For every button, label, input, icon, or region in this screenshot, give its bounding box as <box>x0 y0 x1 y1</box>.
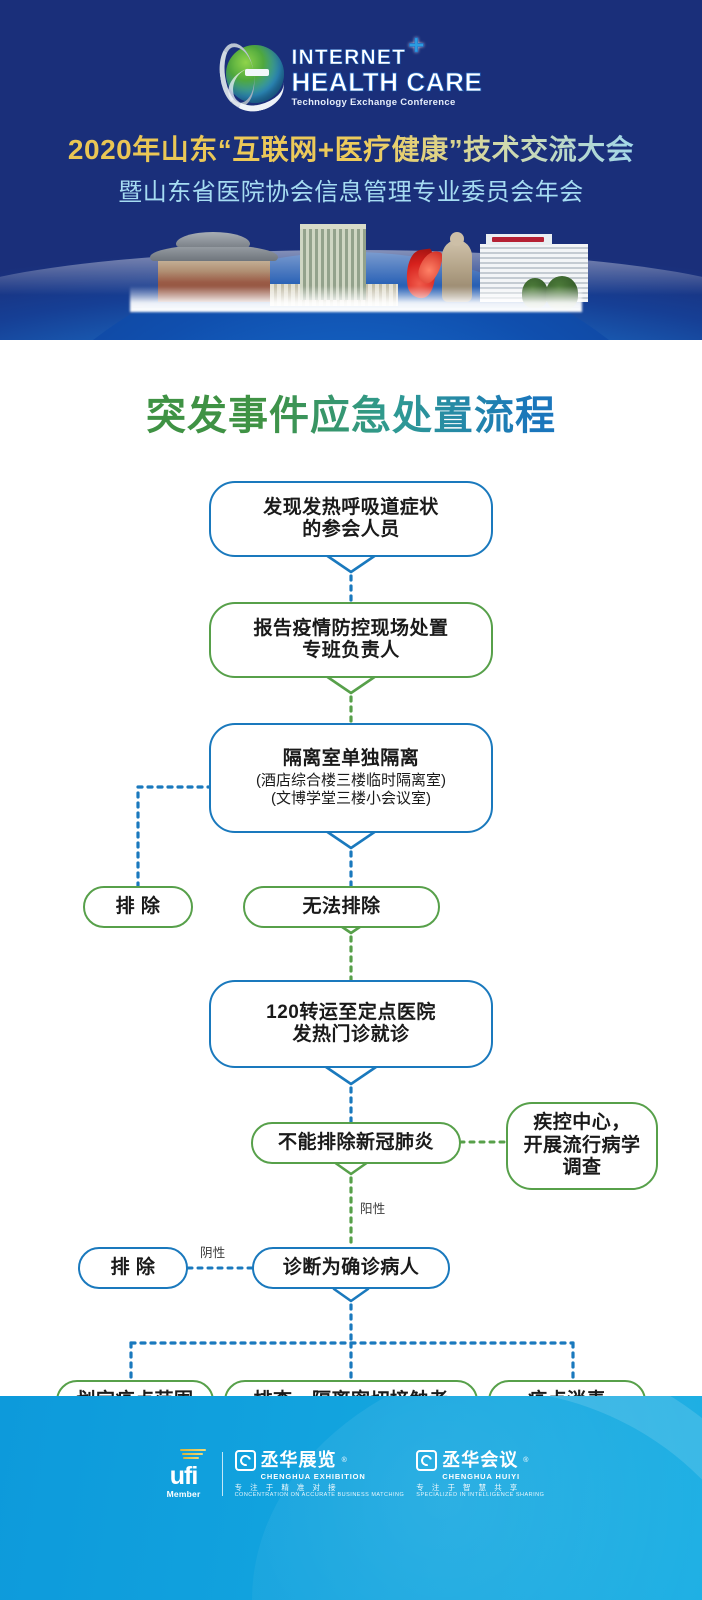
brand-name-en: CHENGHUA EXHIBITION <box>260 1471 366 1481</box>
flow-node-covid-not-excluded[interactable]: 不能排除新冠肺炎 <box>251 1122 461 1164</box>
internet-e-sphere-icon <box>215 40 288 118</box>
flow-node-excluded-1[interactable]: 排 除 <box>83 886 193 928</box>
chenghua-spiral-icon <box>416 1449 438 1471</box>
registered-mark: ® <box>523 1456 529 1464</box>
event-header-banner: INTERNET+ HEALTH CARE Technology Exchang… <box>0 0 702 340</box>
flowchart-sheet: 突发事件应急处置流程 <box>0 340 702 1422</box>
brand-name-cn: 丞华展览 <box>260 1450 337 1471</box>
flowchart: 发现发热呼吸道症状 的参会人员 报告疫情防控现场处置 专班负责人 隔离室单独隔离… <box>0 340 702 1422</box>
sponsor-footer: ufi Member 丞华展览 ® CHENGHUA EXHIBITION 专 … <box>0 1396 702 1600</box>
brand-slogan-en: SPECIALIZED IN INTELLIGENCE SHARING <box>416 1491 545 1498</box>
flow-node-cannot-exclude[interactable]: 无法排除 <box>243 886 440 928</box>
logo-line-internet: INTERNET <box>291 45 407 69</box>
brand-chenghua-exhibition: 丞华展览 ® CHENGHUA EXHIBITION 专 注 于 精 准 对 接… <box>234 1449 405 1499</box>
flow-node-line2: 发热门诊就诊 <box>292 1024 410 1045</box>
ufi-member-logo: ufi Member <box>158 1449 210 1499</box>
conference-logo: INTERNET+ HEALTH CARE Technology Exchang… <box>0 28 702 118</box>
ufi-member-label: Member <box>166 1489 201 1500</box>
flow-node-line1: 排 除 <box>110 1256 156 1278</box>
flow-node-line1: 报告疫情防控现场处置 <box>253 617 449 639</box>
flow-node-confirmed-case[interactable]: 诊断为确诊病人 <box>252 1247 450 1289</box>
brand-slogan-cn: 专 注 于 精 准 对 接 <box>234 1483 339 1493</box>
flow-node-line1: 不能排除新冠肺炎 <box>277 1131 434 1153</box>
flowchart-connectors <box>129 553 575 1382</box>
flow-node-line1: 发现发热呼吸道症状 <box>263 496 439 518</box>
brand-name-cn: 丞华会议 <box>442 1450 519 1471</box>
ufi-name: ufi <box>169 1462 199 1491</box>
edge-label-positive: 阳性 <box>358 1198 388 1217</box>
brand-slogan-en: CONCENTRATION ON ACCURATE BUSINESS MATCH… <box>234 1491 405 1498</box>
flow-node-line1: 无法排除 <box>302 895 381 917</box>
footer-divider <box>221 1452 223 1496</box>
flow-node-line2: 专班负责人 <box>302 640 400 661</box>
logo-line-healthcare: HEALTH CARE <box>291 66 483 97</box>
page-title: 突发事件应急处置流程 <box>0 383 702 441</box>
brand-name-en: CHENGHUA HUIYI <box>442 1471 521 1481</box>
flow-node-line1: 隔离室单独隔离 <box>282 748 420 770</box>
logo-wordmark: INTERNET+ HEALTH CARE Technology Exchang… <box>291 28 483 108</box>
flow-node-line1: 120转运至定点医院 <box>266 1001 436 1023</box>
logo-line-tagline: Technology Exchange Conference <box>291 96 456 108</box>
brand-slogan-cn: 专 注 于 智 慧 共 享 <box>416 1483 521 1493</box>
edge-label-negative: 阴性 <box>198 1242 228 1261</box>
chenghua-spiral-icon <box>234 1449 256 1471</box>
flow-node-line1: 疾控中心， <box>533 1112 631 1134</box>
flow-node-isolation-room[interactable]: 隔离室单独隔离 (酒店综合楼三楼临时隔离室) (文博学堂三楼小会议室) <box>209 723 493 833</box>
flow-node-excluded-2[interactable]: 排 除 <box>78 1247 188 1289</box>
flow-node-cdc-epi-survey[interactable]: 疾控中心， 开展流行病学 调查 <box>506 1102 658 1190</box>
flow-node-line3: 调查 <box>562 1157 602 1179</box>
flow-node-report-to-lead[interactable]: 报告疫情防控现场处置 专班负责人 <box>209 602 493 678</box>
city-skyline-graphic <box>130 216 588 312</box>
footer-logo-row: ufi Member 丞华展览 ® CHENGHUA EXHIBITION 专 … <box>0 1444 702 1504</box>
registered-mark: ® <box>341 1456 347 1464</box>
flow-node-detect-symptoms[interactable]: 发现发热呼吸道症状 的参会人员 <box>209 481 493 557</box>
brand-chenghua-huiyi: 丞华会议 ® CHENGHUA HUIYI 专 注 于 智 慧 共 享 SPEC… <box>416 1449 545 1499</box>
flow-node-line2: 开展流行病学 <box>523 1134 641 1156</box>
flow-node-line2: 的参会人员 <box>302 519 400 540</box>
flow-node-line3: (文博学堂三楼小会议室) <box>271 790 431 808</box>
flow-node-line1: 诊断为确诊病人 <box>282 1256 420 1278</box>
flow-node-line2: (酒店综合楼三楼临时隔离室) <box>256 771 446 789</box>
event-subtitle: 暨山东省医院协会信息管理专业委员会年会 <box>118 179 584 206</box>
flow-node-line1: 排 除 <box>115 895 161 917</box>
ufi-feather-icon <box>158 1449 210 1463</box>
flow-node-120-transfer[interactable]: 120转运至定点医院 发热门诊就诊 <box>209 980 493 1068</box>
event-title: 2020年山东“互联网+医疗健康”技术交流大会 <box>0 128 702 168</box>
